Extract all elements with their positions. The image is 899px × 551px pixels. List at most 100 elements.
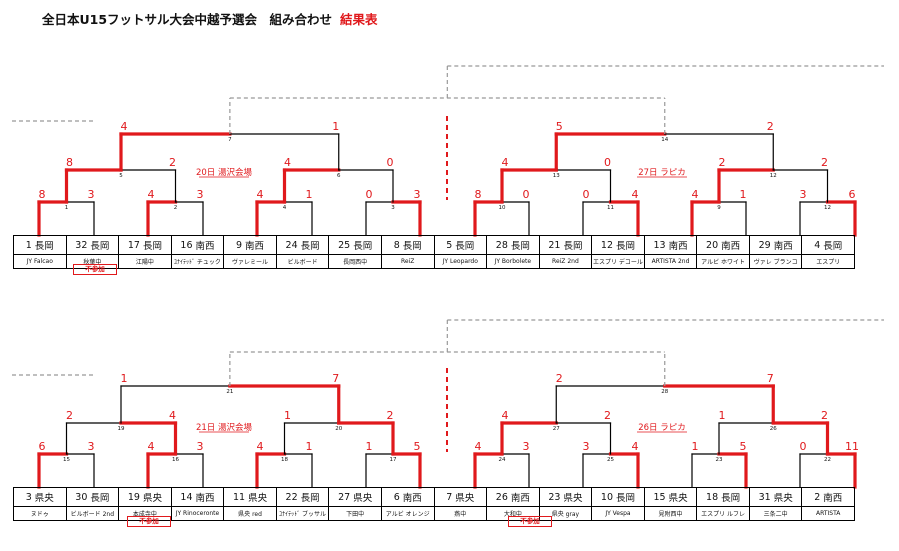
top-venue-label-1: 27日 ラピカ: [638, 168, 686, 178]
top-r1-m4-match-number: 10: [499, 205, 506, 211]
team-number: 20: [706, 239, 719, 251]
top-r1-m7-score-right: 6: [849, 188, 856, 201]
bottom-r1-m0-score-left: 6: [39, 440, 46, 453]
bottom-r1-m2-score-left: 4: [257, 440, 264, 453]
bottom-r2-m0-match-number: 19: [118, 426, 125, 432]
team-number: 11: [232, 491, 246, 503]
team-name: 本成寺中: [119, 507, 172, 520]
team-region: 長岡: [300, 493, 320, 504]
bottom-r3-m1-match-number: 28: [661, 389, 668, 395]
team-name: ヌドゥ: [14, 507, 67, 520]
bottom-r3-m1-score-left: 2: [556, 372, 563, 385]
team-name: ReiZ: [382, 255, 435, 268]
team-region: 長岡: [90, 493, 110, 504]
top-r1-m4-score-left: 8: [475, 188, 482, 201]
team-region: 南西: [245, 241, 265, 252]
bottom-r3-m0-match-number: 21: [226, 389, 233, 395]
team-name: アルビ オレンジ: [382, 507, 435, 520]
bottom-r1-m0-match-number: 15: [63, 457, 70, 463]
team-region: 南西: [402, 493, 422, 504]
team-name: エスプリ デコール: [592, 255, 645, 268]
bottom-r2-m1-score-right: 2: [387, 409, 394, 422]
bottom-r2-m2-score-left: 4: [502, 409, 509, 422]
team-number: 30: [75, 491, 88, 503]
team-region: 長岡: [300, 241, 320, 252]
team-region: 県央: [773, 493, 793, 504]
top-r1-m0-score-left: 8: [39, 188, 46, 201]
team-region: 長岡: [823, 241, 843, 252]
team-name: ARTISTA 2nd: [645, 255, 698, 268]
bottom-r1-m2-match-number: 18: [281, 457, 288, 463]
team-name: 江陽中: [119, 255, 172, 268]
team-region: 南西: [668, 241, 688, 252]
bottom-r2-m1-score-left: 1: [284, 409, 291, 422]
bottom-r2-m3-match-number: 26: [770, 426, 777, 432]
top-r2-m3-score-right: 2: [821, 156, 828, 169]
top-r3-m1-score-left: 5: [556, 120, 563, 133]
top-r2-m3-score-left: 2: [719, 156, 726, 169]
team-name: 県央 gray: [540, 507, 593, 520]
top-r1-m3-score-left: 0: [366, 188, 373, 201]
top-r1-m5-match-number: 11: [607, 205, 614, 211]
team-name: 下田中: [329, 507, 382, 520]
bottom-r3-m1-score-right: 7: [767, 372, 774, 385]
top-r3-m1-match-number: 14: [661, 137, 668, 143]
team-region: 県央: [34, 493, 54, 504]
top-r1-m2-match-number: 4: [283, 205, 287, 211]
top-r2-m2-score-right: 0: [604, 156, 611, 169]
team-name: ﾕﾅｲﾃｯﾄﾞ ブッサル: [277, 507, 330, 520]
team-number: 2: [814, 491, 821, 503]
team-name: エスプリ ルフレ: [697, 507, 750, 520]
team-number: 1: [25, 239, 32, 251]
team-number: 10: [600, 491, 613, 503]
top-r2-m3-match-number: 12: [770, 173, 777, 179]
team-name: ReiZ 2nd: [540, 255, 593, 268]
absent-stamp: 不参加: [508, 516, 552, 527]
bottom-r1-m1-score-right: 3: [197, 440, 204, 453]
team-region: 長岡: [353, 241, 373, 252]
bottom-r1-m1-score-left: 4: [148, 440, 155, 453]
top-r2-m0-score-left: 8: [66, 156, 73, 169]
team-number: 18: [706, 491, 719, 503]
top-r1-m6-score-right: 1: [740, 188, 747, 201]
top-r2-m1-score-right: 0: [387, 156, 394, 169]
top-r1-m7-score-left: 3: [800, 188, 807, 201]
bottom-r1-m4-score-right: 3: [523, 440, 530, 453]
team-number: 14: [180, 491, 193, 503]
team-number: 22: [285, 491, 298, 503]
top-r1-m3-score-right: 3: [414, 188, 421, 201]
team-number: 6: [393, 491, 400, 503]
top-r2-m0-match-number: 5: [119, 173, 123, 179]
team-name: エスプリ: [816, 259, 841, 266]
team-name: 県央 red: [224, 507, 277, 520]
bottom-venue-label-0: 21日 湯沢会場: [196, 422, 253, 433]
team-region: 長岡: [721, 493, 741, 504]
team-region: 県央: [563, 493, 583, 504]
bottom-r2-m0-score-right: 4: [169, 409, 176, 422]
team-number: 3: [25, 491, 32, 503]
team-name: JY Vespa: [592, 507, 645, 520]
bottom-r3-m0-score-left: 1: [121, 372, 128, 385]
team-region: 長岡: [402, 241, 422, 252]
team-region: 南西: [195, 241, 215, 252]
team-number: 9: [236, 239, 243, 251]
team-number: 25: [338, 239, 351, 251]
team-region: 県央: [248, 493, 268, 504]
team-name: アルビ ホワイト: [697, 255, 750, 268]
